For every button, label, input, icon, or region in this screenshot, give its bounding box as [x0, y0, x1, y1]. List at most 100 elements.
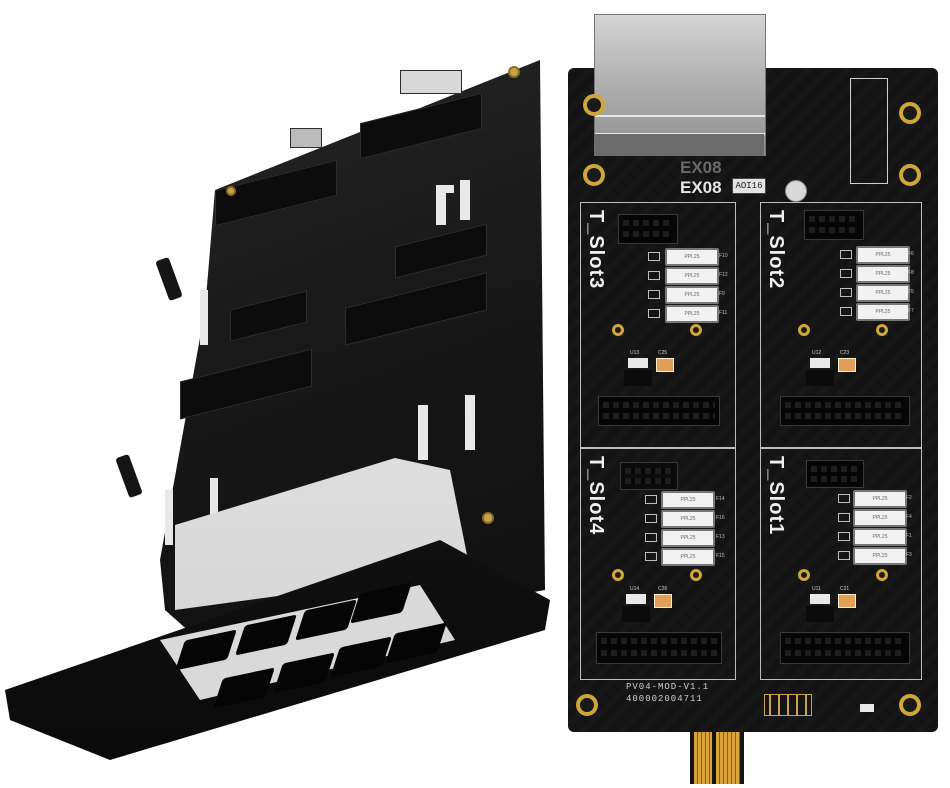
fuse-ref: F15 [716, 553, 725, 559]
slot-box-t-slot3 [580, 202, 736, 448]
capacitor-tantalum [654, 594, 672, 608]
fuse: PPL25 [853, 509, 907, 527]
regulator [626, 594, 646, 604]
mounting-hole [576, 694, 598, 716]
slot3-bottom-connector [598, 396, 720, 426]
fuse: PPL25 [661, 529, 715, 547]
fuse: PPL25 [853, 490, 907, 508]
mounting-hole [226, 186, 236, 196]
fuse: PPL25 [665, 286, 719, 304]
gold-fingers-right [716, 732, 740, 784]
fuse: PPL25 [661, 510, 715, 528]
slot1-top-connector [806, 460, 864, 488]
fuse: PPL25 [856, 303, 910, 321]
inductor [838, 494, 850, 503]
capacitor-ref: C21 [840, 586, 850, 592]
capacitor-ref: C25 [658, 350, 668, 356]
inductor [838, 532, 850, 541]
top-pin-header [400, 70, 462, 94]
slot2-bottom-connector [780, 396, 910, 426]
slot4-bottom-connector [596, 632, 722, 664]
fuse-ref: F8 [908, 270, 914, 276]
regulator-body [806, 606, 834, 622]
via-gold [798, 324, 810, 336]
slot2-top-connector [804, 210, 864, 240]
inductor [648, 271, 660, 280]
capacitor-tantalum [838, 594, 856, 608]
fuse: PPL25 [856, 246, 910, 264]
regulator-body [624, 370, 652, 386]
fuse-component [460, 180, 470, 220]
fuse-ref: F12 [719, 272, 728, 278]
inductor [645, 533, 657, 542]
via-gold [690, 569, 702, 581]
capacitor-tantalum [838, 358, 856, 372]
slot3-top-connector [618, 214, 678, 244]
fuse-ref: F6 [908, 251, 914, 257]
fuse-ref: F11 [719, 310, 728, 316]
slot4-top-connector [620, 462, 678, 490]
card-guide-tab-lower [115, 453, 143, 499]
fuse-ref: F3 [906, 552, 912, 558]
photo-module-card: EX08 EX08 AOI16 T_Slot3 PPL25 PPL25 PPL2… [568, 14, 944, 784]
capacitor-tantalum [656, 358, 674, 372]
fuse: PPL25 [661, 548, 715, 566]
fuse-ref: F10 [719, 253, 728, 259]
fuse-ref: F4 [906, 514, 912, 520]
fuse: PPL25 [853, 547, 907, 565]
inductor [645, 514, 657, 523]
buzzer-component [785, 180, 807, 202]
fuse: PPL25 [665, 267, 719, 285]
fuse-ref: F13 [716, 534, 725, 540]
fuse-ref: F1 [906, 533, 912, 539]
inductor [648, 252, 660, 261]
regulator [628, 358, 648, 368]
inductor [648, 309, 660, 318]
fuse: PPL25 [856, 265, 910, 283]
fuse-component [200, 290, 208, 345]
part-number-label: PV04-MOD-V1.1 [626, 682, 710, 692]
via-gold [876, 569, 888, 581]
rj45-shield-lip [594, 134, 764, 156]
mounting-hole [899, 694, 921, 716]
model-label: EX08 [680, 178, 722, 197]
regulator-ref: U14 [630, 586, 640, 592]
fuse-ref: F14 [716, 496, 725, 502]
slot1-bottom-connector [780, 632, 910, 664]
mounting-hole [508, 66, 520, 78]
fuse: PPL25 [665, 248, 719, 266]
regulator-ref: U13 [630, 350, 640, 356]
regulator [810, 594, 830, 604]
regulator [810, 358, 830, 368]
led-indicator-block [850, 78, 888, 184]
regulator-body [622, 606, 650, 622]
mounting-hole [899, 164, 921, 186]
slot-label-t-slot1: T_Slot1 [765, 456, 787, 536]
fuse-ref: F16 [716, 515, 725, 521]
capacitor-ref: C23 [840, 350, 850, 356]
inductor [648, 290, 660, 299]
slot-label-t-slot2: T_Slot2 [765, 210, 787, 290]
capacitor-ref: C26 [658, 586, 668, 592]
chip-component [436, 185, 454, 193]
gold-fingers-left [694, 732, 712, 784]
inductor [838, 513, 850, 522]
fuse-component [418, 405, 428, 460]
fuse-ref: F5 [908, 289, 914, 295]
slot-label-t-slot3: T_Slot3 [585, 210, 607, 290]
slot-box-t-slot2 [760, 202, 922, 448]
fuse-component [210, 478, 218, 518]
serial-number-label: 400002004711 [626, 694, 703, 704]
inductor [840, 307, 852, 316]
inductor [840, 269, 852, 278]
fuse-component [465, 395, 475, 450]
fuse-component [165, 490, 173, 545]
mounting-hole [482, 512, 494, 524]
slot-box-t-slot1 [760, 448, 922, 680]
mounting-hole [583, 164, 605, 186]
slot-label-t-slot4: T_Slot4 [585, 456, 607, 536]
via-gold [690, 324, 702, 336]
fuse-ref: F9 [719, 291, 725, 297]
fuse-ref: F2 [906, 495, 912, 501]
fuse: PPL25 [856, 284, 910, 302]
